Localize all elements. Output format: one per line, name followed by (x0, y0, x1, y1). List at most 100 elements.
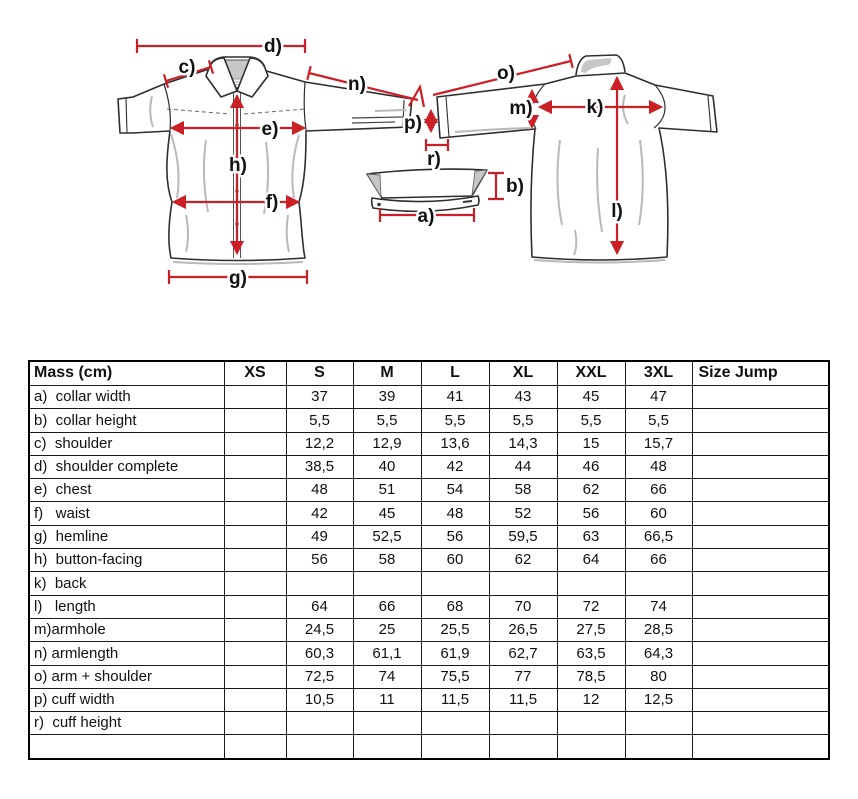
dimension-label-h: h) (229, 155, 247, 176)
column-header: L (420, 360, 490, 386)
measurement-value-cell: 24,5 (285, 617, 354, 643)
measurement-value-cell: 47 (624, 384, 693, 410)
measurement-value-cell: 12,2 (285, 431, 354, 456)
measurement-label-cell: f) waist (28, 501, 225, 526)
measurement-value-cell: 40 (352, 454, 422, 480)
dimension-label-o: o) (497, 63, 515, 84)
measurement-value-cell: 49 (285, 524, 354, 550)
measurement-value-cell: 41 (420, 384, 490, 410)
front-collar (205, 56, 269, 98)
measurement-value-cell (420, 711, 490, 736)
column-header: XS (223, 360, 287, 386)
measurement-value-cell (352, 711, 422, 736)
dimension-o (432, 53, 574, 97)
measurement-value-cell: 62 (556, 478, 626, 503)
measurement-value-cell: 5,5 (420, 408, 490, 433)
measurement-label-cell: a) collar width (28, 384, 225, 410)
measurement-value-cell: 12 (556, 687, 626, 713)
collar-button (377, 202, 381, 207)
measurement-value-cell: 42 (285, 501, 354, 526)
measurement-value-cell (285, 711, 354, 736)
measurement-value-cell (691, 617, 830, 643)
measurement-label-cell: p) cuff width (28, 687, 225, 713)
measurement-value-cell: 37 (285, 384, 354, 410)
dimension-r (424, 139, 450, 151)
measurement-value-cell (223, 431, 287, 456)
measurement-value-cell: 13,6 (420, 431, 490, 456)
measurement-label-cell: o) arm + shoulder (28, 664, 225, 689)
measurement-value-cell: 25 (352, 617, 422, 643)
measurement-value-cell (691, 641, 830, 666)
measurement-value-cell: 39 (352, 384, 422, 410)
measurement-value-cell (624, 571, 693, 596)
measurement-value-cell (691, 687, 830, 713)
measurement-value-cell (691, 478, 830, 503)
dimension-label-k: k) (587, 97, 604, 118)
measurement-value-cell: 74 (624, 594, 693, 619)
measurement-value-cell (488, 711, 558, 736)
measurement-value-cell: 43 (488, 384, 558, 410)
measurement-value-cell: 58 (352, 548, 422, 573)
measurement-value-cell: 61,1 (352, 641, 422, 666)
measurement-value-cell (223, 641, 287, 666)
measurement-value-cell: 75,5 (420, 664, 490, 689)
measurement-value-cell: 12,9 (352, 431, 422, 456)
dimension-label-f: f) (266, 192, 279, 213)
measurement-label-cell: e) chest (28, 478, 225, 503)
measurement-label-cell: g) hemline (28, 524, 225, 550)
measurement-value-cell: 77 (488, 664, 558, 689)
measurement-value-cell: 38,5 (285, 454, 354, 480)
measurement-value-cell: 66 (624, 478, 693, 503)
measurement-value-cell: 63 (556, 524, 626, 550)
measurement-value-cell (624, 734, 693, 760)
measurement-value-cell: 51 (352, 478, 422, 503)
measurement-value-cell (223, 711, 287, 736)
measurement-value-cell: 61,9 (420, 641, 490, 666)
collar-buttonhole (462, 200, 473, 203)
measurement-value-cell: 44 (488, 454, 558, 480)
measurement-value-cell (223, 524, 287, 550)
measurement-value-cell (691, 664, 830, 689)
dimension-label-a: a) (418, 206, 435, 227)
measurement-label-cell: k) back (28, 571, 225, 596)
measurement-label-cell: b) collar height (28, 408, 225, 433)
dimension-break-mark (408, 83, 426, 108)
measurement-value-cell: 64,3 (624, 641, 693, 666)
measurement-value-cell: 54 (420, 478, 490, 503)
column-header: 3XL (624, 360, 693, 386)
measurement-value-cell (223, 478, 287, 503)
dimension-label-d: d) (264, 36, 282, 57)
dimension-d (135, 39, 307, 53)
measurement-value-cell: 5,5 (352, 408, 422, 433)
measurement-value-cell (223, 594, 287, 619)
table-row: k) back (28, 571, 830, 596)
measurement-value-cell: 63,5 (556, 641, 626, 666)
measurement-value-cell: 66 (352, 594, 422, 619)
back-shirt-drawing (436, 54, 718, 264)
measurement-value-cell: 5,5 (556, 408, 626, 433)
measurement-value-cell: 15 (556, 431, 626, 456)
table-row: r) cuff height (28, 711, 830, 736)
measurement-value-cell: 11 (352, 687, 422, 713)
measurement-value-cell: 48 (285, 478, 354, 503)
measurement-value-cell: 58 (488, 478, 558, 503)
measurement-value-cell: 5,5 (624, 408, 693, 433)
measurement-label-cell: h) button-facing (28, 548, 225, 573)
measurement-value-cell: 48 (420, 501, 490, 526)
measurement-value-cell: 74 (352, 664, 422, 689)
column-header: XXL (556, 360, 626, 386)
measurement-value-cell (691, 431, 830, 456)
